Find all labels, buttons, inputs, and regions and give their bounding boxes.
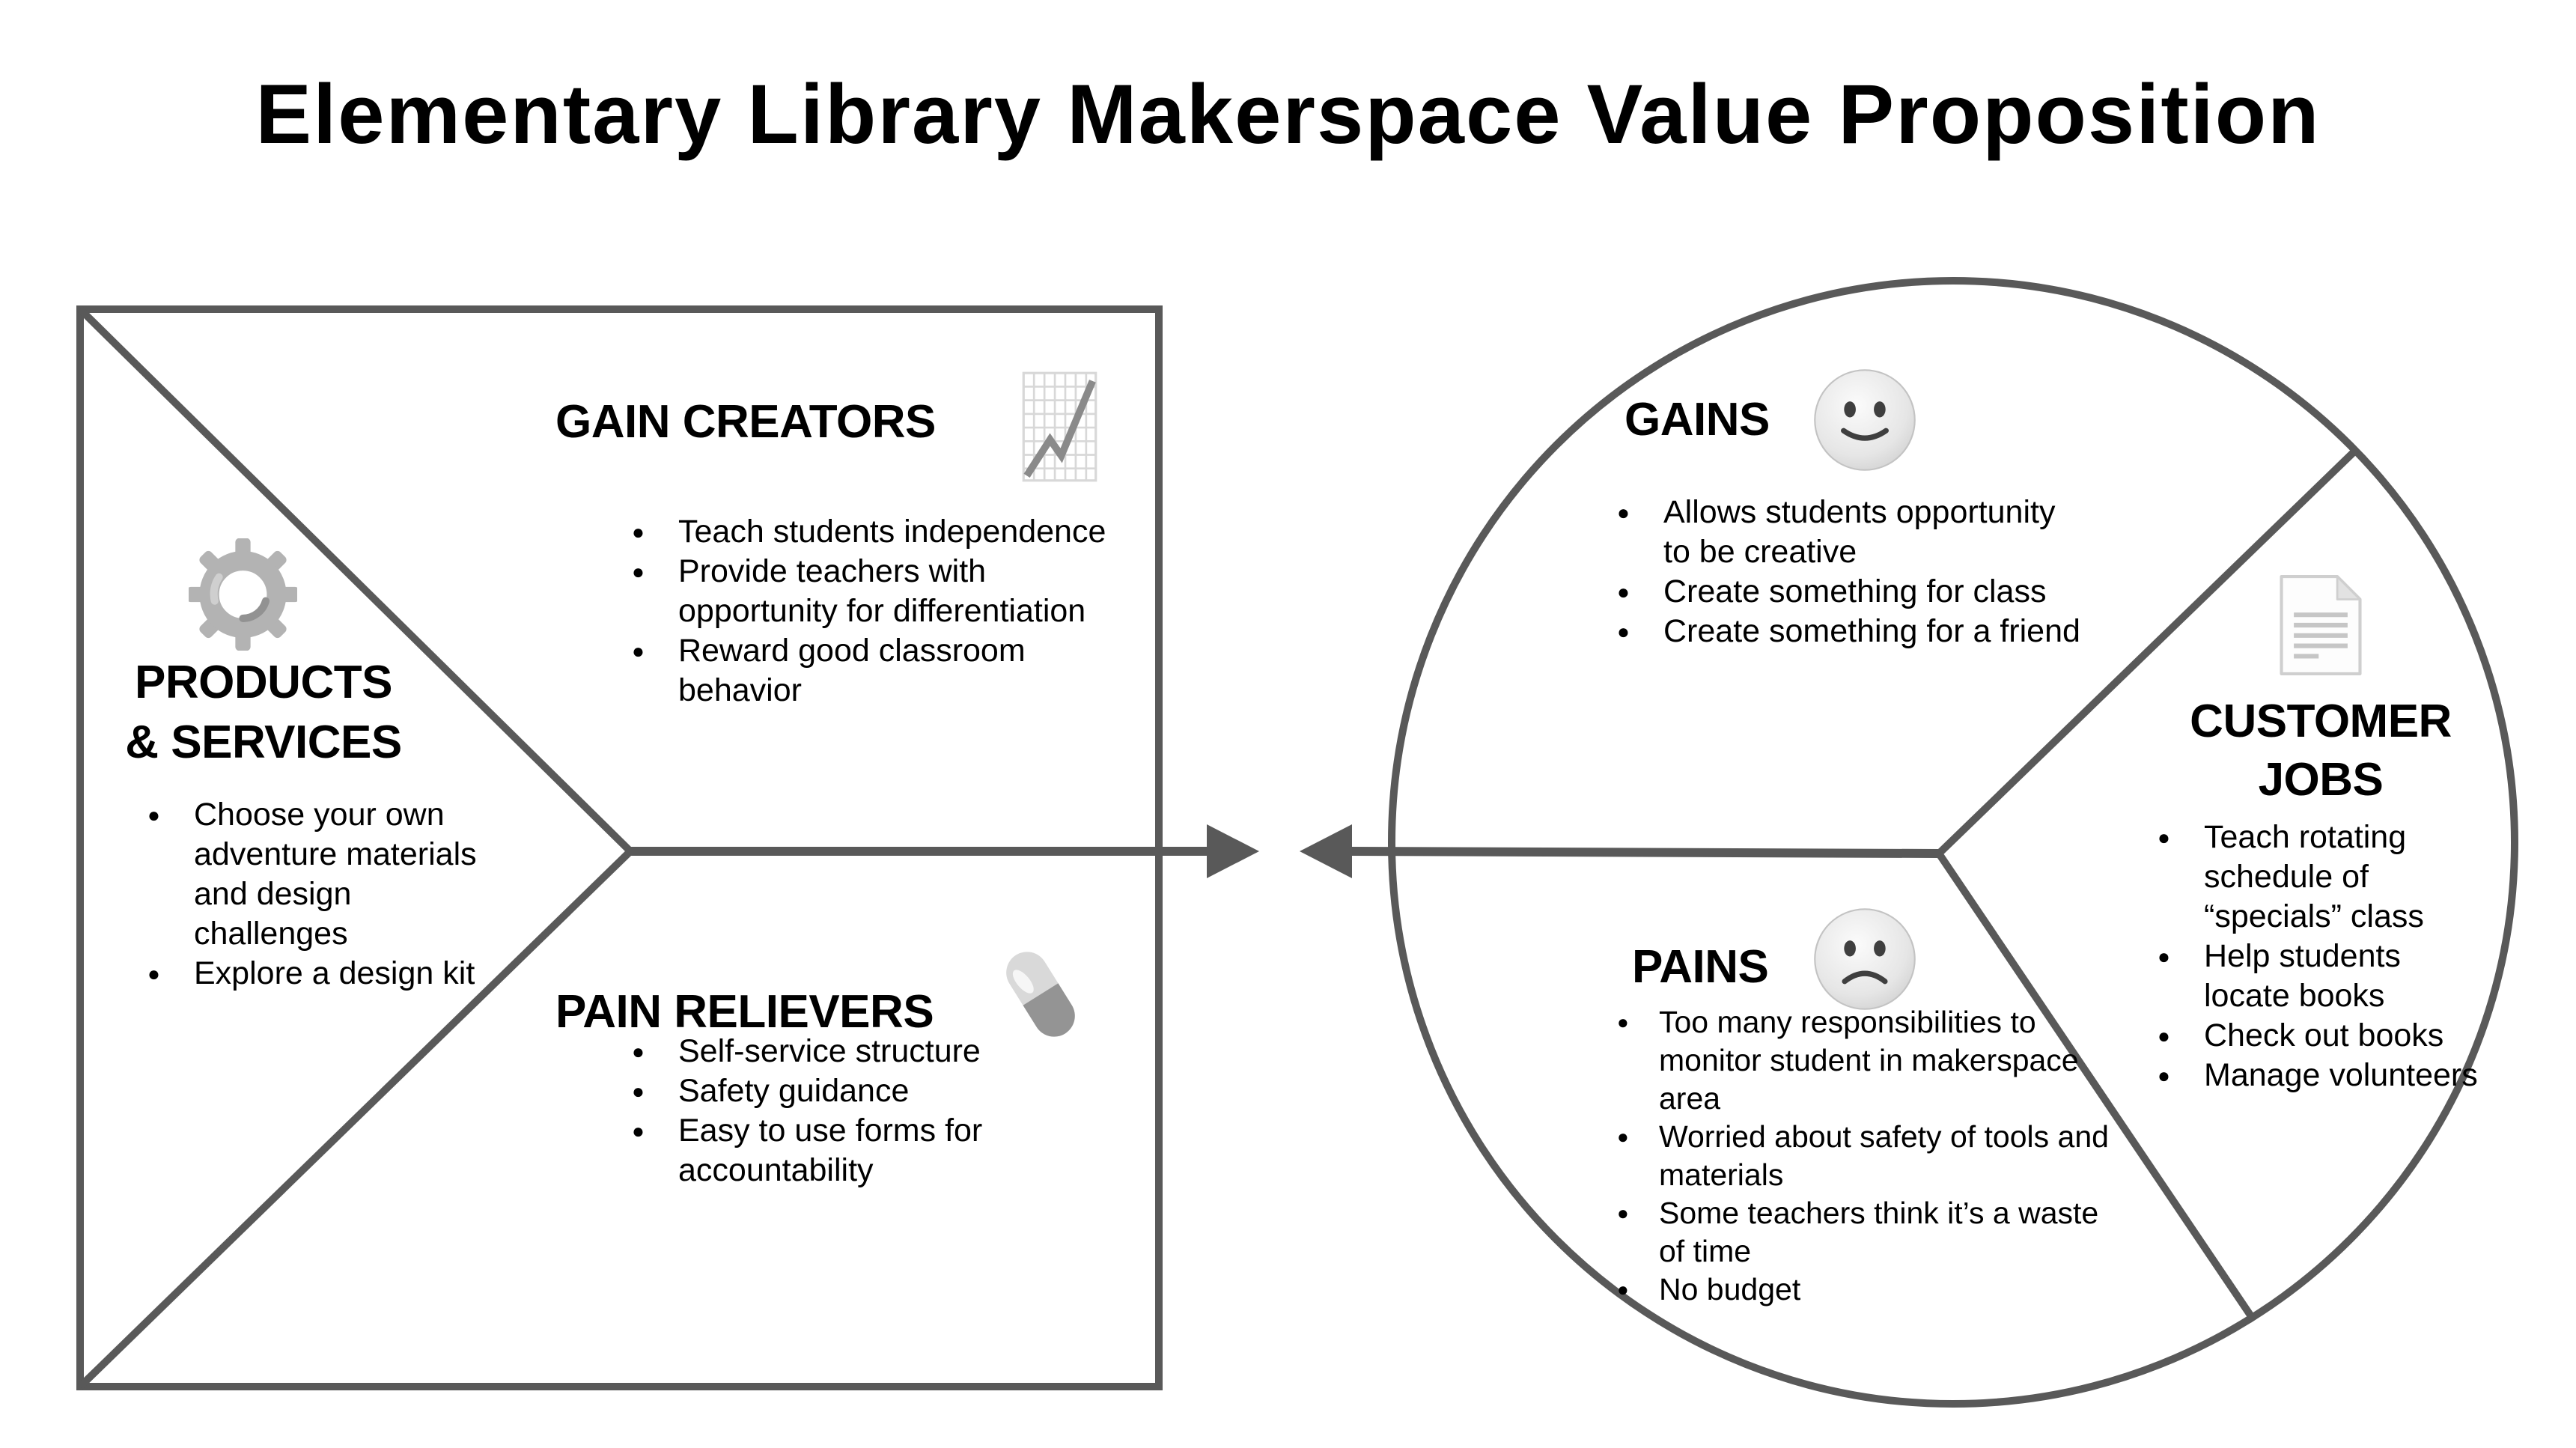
- list-item: Create something for a friend: [1616, 612, 2110, 651]
- list-item: Reward good classroom behavior: [630, 631, 1124, 711]
- list-item: Easy to use forms for accountability: [630, 1111, 1109, 1190]
- list-item: Check out books: [2156, 1016, 2515, 1056]
- list-item: No budget: [1616, 1271, 2140, 1309]
- gain-creators-list: Teach students independence Provide teac…: [630, 512, 1124, 711]
- pain-relievers-heading: PAIN RELIEVERS: [555, 986, 934, 1038]
- smiling-face-icon: [1814, 369, 1916, 471]
- list-item: Provide teachers with opportunity for di…: [630, 552, 1124, 631]
- list-item: Manage volunteers: [2156, 1056, 2515, 1095]
- list-item: Choose your own adventure materials and …: [146, 795, 498, 954]
- pains-list: Too many responsibilities to monitor stu…: [1616, 1003, 2140, 1309]
- page-title: Elementary Library Makerspace Value Prop…: [255, 67, 2321, 161]
- pain-relievers-list: Self-service structure Safety guidance E…: [630, 1032, 1109, 1190]
- pains-heading: PAINS: [1632, 941, 1769, 993]
- list-item: Worried about safety of tools and materi…: [1616, 1118, 2140, 1194]
- gains-list: Allows students opportunity to be creati…: [1616, 493, 2110, 651]
- arrow-right-icon: [1207, 824, 1259, 878]
- customer-jobs-list: Teach rotating schedule of “specials” cl…: [2156, 818, 2515, 1095]
- line-chart-icon: [1022, 371, 1097, 482]
- pill-icon: [1006, 952, 1075, 1037]
- circle-divider-top: [1936, 447, 2359, 857]
- list-item: Some teachers think it’s a waste of time: [1616, 1194, 2140, 1271]
- gain-creators-heading: GAIN CREATORS: [555, 396, 936, 448]
- arrow-left-icon: [1300, 824, 1352, 878]
- document-icon: [2280, 575, 2362, 675]
- list-item: Teach students independence: [630, 512, 1124, 552]
- list-item: Create something for class: [1616, 572, 2110, 612]
- list-item: Safety guidance: [630, 1071, 1109, 1111]
- list-item: Teach rotating schedule of “specials” cl…: [2156, 818, 2515, 937]
- frowning-face-icon: [1814, 908, 1916, 1010]
- products-services-list: Choose your own adventure materials and …: [146, 795, 498, 994]
- list-item: Self-service structure: [630, 1032, 1109, 1071]
- list-item: Too many responsibilities to monitor stu…: [1616, 1003, 2140, 1118]
- square-diagonal-top: [77, 306, 633, 854]
- circle-center-line: [1350, 847, 1940, 858]
- list-item: Allows students opportunity to be creati…: [1616, 493, 2110, 572]
- list-item: Explore a design kit: [146, 954, 498, 994]
- square-diagonal-bottom: [77, 848, 633, 1390]
- gains-heading: GAINS: [1625, 394, 1770, 445]
- products-services-heading: PRODUCTS & SERVICES: [125, 657, 402, 768]
- customer-jobs-heading: CUSTOMER JOBS: [2190, 696, 2452, 806]
- list-item: Help students locate books: [2156, 937, 2515, 1016]
- gear-icon: [189, 538, 297, 651]
